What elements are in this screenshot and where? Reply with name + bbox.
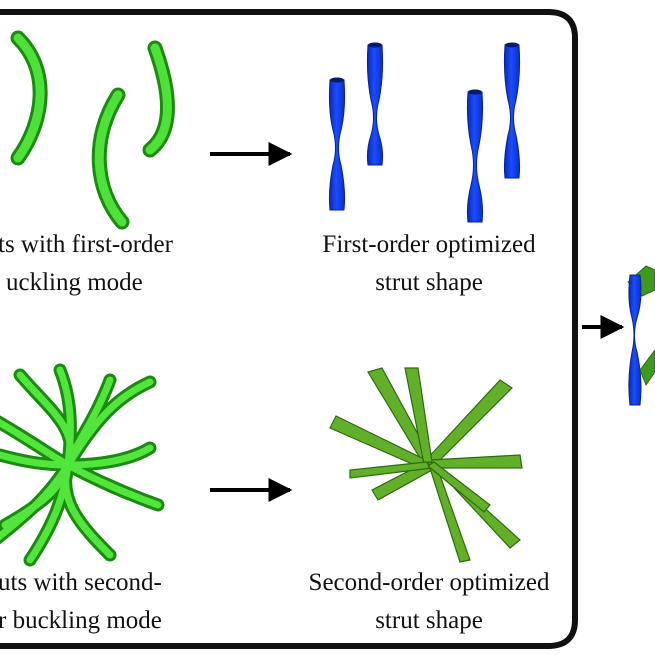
second-order-buckled-cluster <box>0 363 165 567</box>
optimized-strut <box>328 77 346 211</box>
second-order-buckling-caption-line1: uts with second- <box>0 569 162 596</box>
buckled-strut <box>10 30 48 166</box>
optimized-strut <box>366 42 384 166</box>
combined-optimized-strut-partial <box>627 265 655 406</box>
buckled-strut <box>142 40 175 158</box>
second-order-optimized-caption-line1: Second-order optimized <box>309 569 550 596</box>
optimized-strut <box>503 42 521 179</box>
first-order-optimized-caption-line2: strut shape <box>375 269 483 296</box>
first-order-buckling-caption-line2: uckling mode <box>6 269 143 296</box>
second-order-optimized-cluster <box>329 367 523 563</box>
first-order-buckled-struts <box>10 30 175 230</box>
second-order-optimized-caption-line2: strut shape <box>375 607 483 634</box>
first-order-optimized-struts <box>328 42 521 223</box>
buckled-strut <box>91 87 130 230</box>
first-order-optimized-caption-line1: First-order optimized <box>322 231 536 258</box>
panel-frame <box>0 9 578 649</box>
optimized-strut <box>466 89 484 223</box>
second-order-buckling-caption-line2: r buckling mode <box>0 607 162 634</box>
first-order-buckling-caption-line1: ts with first-order <box>0 231 174 258</box>
